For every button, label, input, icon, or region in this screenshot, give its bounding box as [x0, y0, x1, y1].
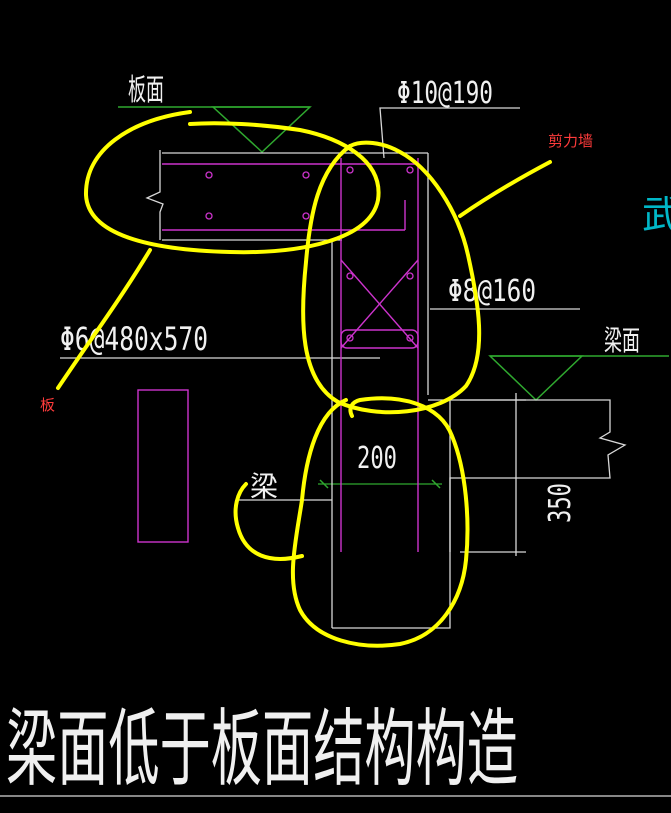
- depth-dimension: 350: [543, 483, 578, 523]
- edge-glyph: 武: [642, 193, 671, 237]
- slab-circle: [83, 110, 381, 255]
- width-dimension: 200: [357, 441, 397, 476]
- wall-rebar-label: Φ8@160: [448, 274, 536, 309]
- drawing-title: 梁面低于板面结构构造: [6, 700, 518, 798]
- elevation-markers: [118, 106, 669, 489]
- slab-callout: 板: [40, 396, 55, 414]
- beam-top-label: 梁面: [604, 324, 640, 357]
- beam-top-marker: [488, 355, 584, 402]
- rebar-dots: [205, 166, 414, 342]
- slab-top-label: 板面: [128, 73, 164, 108]
- lower-beam-section: [137, 389, 189, 543]
- wall-circle: [301, 140, 482, 415]
- slab-callout-line: [56, 248, 152, 390]
- hand-annotations: [56, 110, 552, 648]
- beam-label: 梁: [250, 470, 278, 503]
- structure-outline: [60, 107, 627, 629]
- stirrup-hook: [340, 329, 419, 349]
- beam-callout-line: [233, 482, 304, 561]
- wall-callout-line: [458, 160, 552, 218]
- rebar-lines: [137, 158, 419, 552]
- beam-circle: [290, 396, 470, 648]
- top-rebar-label: Φ10@190: [397, 76, 493, 111]
- shear-wall-callout: 剪力墙: [548, 132, 593, 150]
